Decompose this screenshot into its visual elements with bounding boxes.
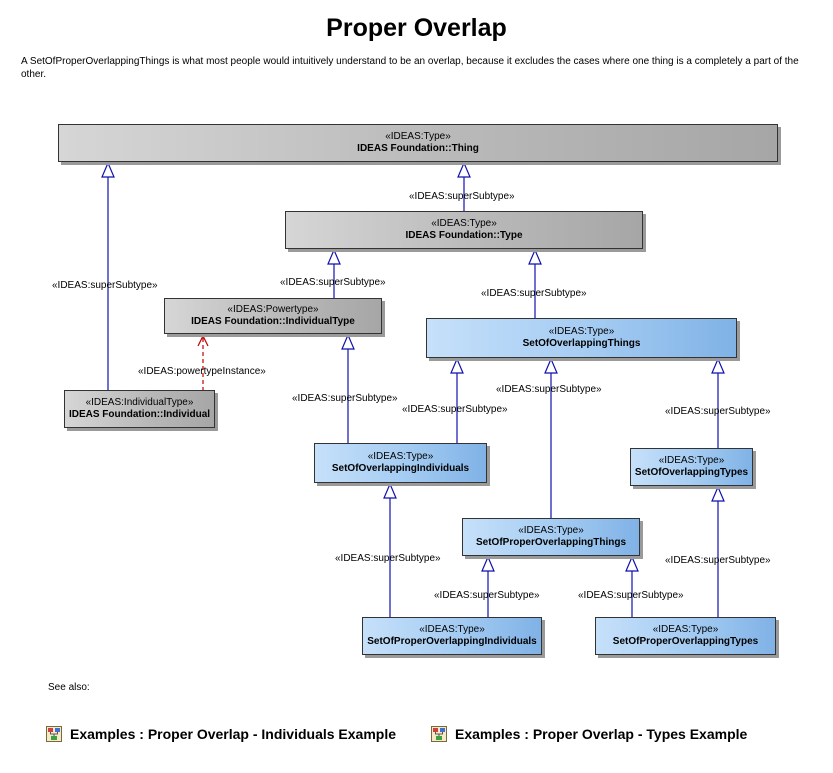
edge-type-thing-arrowhead	[457, 161, 471, 178]
edge-sotypes-sot-arrowhead	[711, 357, 725, 374]
edge-spot-sot-arrowhead	[544, 357, 558, 374]
node-set-overlapping-types-name: SetOfOverlappingTypes	[634, 467, 749, 478]
diagram-icon	[46, 726, 62, 742]
node-set-proper-overlapping-individuals[interactable]: «IDEAS:Type» SetOfProperOverlappingIndiv…	[362, 617, 542, 655]
node-set-proper-overlapping-types[interactable]: «IDEAS:Type» SetOfProperOverlappingTypes	[595, 617, 776, 655]
node-set-proper-overlapping-things-stereotype: «IDEAS:Type»	[518, 525, 584, 536]
see-also-link-individuals-text[interactable]: Examples : Proper Overlap - Individuals …	[70, 726, 397, 742]
edge-label-sotypes-sot: «IDEAS:superSubtype»	[665, 406, 771, 417]
edge-label-indtype-type: «IDEAS:superSubtype»	[280, 277, 386, 288]
node-individual-type-stereotype: «IDEAS:Powertype»	[227, 304, 319, 315]
edge-sot-type-arrowhead	[528, 248, 542, 265]
node-set-overlapping-things-stereotype: «IDEAS:Type»	[548, 326, 615, 337]
edge-label-spot-sot: «IDEAS:superSubtype»	[496, 384, 602, 395]
node-set-overlapping-individuals-name: SetOfOverlappingIndividuals	[331, 463, 470, 474]
edge-individual-thing-arrowhead	[101, 161, 115, 178]
edge-label-spotypes-sotypes: «IDEAS:superSubtype»	[665, 555, 771, 566]
page-description: A SetOfProperOverlappingThings is what m…	[21, 56, 799, 80]
node-thing-name: IDEAS Foundation::Thing	[357, 143, 479, 154]
edge-indtype-type-arrowhead	[327, 248, 341, 265]
edge-spotypes-sotypes-arrowhead	[711, 485, 725, 502]
edge-label-powertype-instance: «IDEAS:powertypeInstance»	[138, 366, 266, 377]
node-set-proper-overlapping-things[interactable]: «IDEAS:Type» SetOfProperOverlappingThing…	[462, 518, 640, 556]
node-thing[interactable]: «IDEAS:Type» IDEAS Foundation::Thing	[58, 124, 778, 162]
edge-label-spoi-soi: «IDEAS:superSubtype»	[335, 553, 441, 564]
node-type-name: IDEAS Foundation::Type	[405, 230, 523, 241]
node-individual-type[interactable]: «IDEAS:Powertype» IDEAS Foundation::Indi…	[164, 298, 382, 334]
see-also-link-types-text[interactable]: Examples : Proper Overlap - Types Exampl…	[455, 726, 748, 742]
node-set-overlapping-types[interactable]: «IDEAS:Type» SetOfOverlappingTypes	[630, 448, 753, 486]
edge-label-spotypes-spot: «IDEAS:superSubtype»	[578, 590, 684, 601]
node-type-stereotype: «IDEAS:Type»	[431, 218, 497, 229]
edge-label-soi-sot: «IDEAS:superSubtype»	[402, 404, 508, 415]
node-individual[interactable]: «IDEAS:IndividualType» IDEAS Foundation:…	[64, 390, 215, 428]
node-set-proper-overlapping-things-name: SetOfProperOverlappingThings	[475, 537, 627, 548]
node-type[interactable]: «IDEAS:Type» IDEAS Foundation::Type	[285, 211, 643, 249]
node-set-overlapping-individuals[interactable]: «IDEAS:Type» SetOfOverlappingIndividuals	[314, 443, 487, 483]
edge-spotypes-spot-arrowhead	[625, 555, 639, 572]
page-title: Proper Overlap	[326, 14, 507, 42]
edge-soi-sot-arrowhead	[450, 357, 464, 374]
diagram-icon	[431, 726, 447, 742]
edge-spoi-soi-arrowhead	[383, 482, 397, 499]
node-set-proper-overlapping-individuals-stereotype: «IDEAS:Type»	[419, 624, 485, 635]
node-set-overlapping-things-name: SetOfOverlappingThings	[522, 338, 641, 349]
node-set-overlapping-things[interactable]: «IDEAS:Type» SetOfOverlappingThings	[426, 318, 737, 358]
see-also-label: See also:	[48, 682, 90, 693]
see-also-link-types-example[interactable]: Examples : Proper Overlap - Types Exampl…	[431, 726, 747, 742]
node-set-proper-overlapping-types-name: SetOfProperOverlappingTypes	[612, 636, 759, 647]
node-individual-stereotype: «IDEAS:IndividualType»	[85, 397, 194, 408]
node-individual-type-name: IDEAS Foundation::IndividualType	[191, 316, 355, 327]
node-set-proper-overlapping-individuals-name: SetOfProperOverlappingIndividuals	[367, 636, 537, 647]
edge-soi-indtype-arrowhead	[341, 333, 355, 350]
edge-label-type-thing: «IDEAS:superSubtype»	[409, 191, 515, 202]
edge-label-soi-indtype: «IDEAS:superSubtype»	[292, 393, 398, 404]
edge-label-spoi-spot: «IDEAS:superSubtype»	[434, 590, 540, 601]
edge-powertype-instance-arrowhead	[197, 334, 209, 347]
node-set-overlapping-types-stereotype: «IDEAS:Type»	[658, 455, 725, 466]
node-set-proper-overlapping-types-stereotype: «IDEAS:Type»	[652, 624, 719, 635]
node-thing-stereotype: «IDEAS:Type»	[385, 131, 451, 142]
edge-label-sot-type: «IDEAS:superSubtype»	[481, 288, 587, 299]
edge-spoi-spot-arrowhead	[481, 555, 495, 572]
see-also-link-individuals-example[interactable]: Examples : Proper Overlap - Individuals …	[46, 726, 396, 742]
edge-label-individual-thing: «IDEAS:superSubtype»	[52, 280, 158, 291]
node-set-overlapping-individuals-stereotype: «IDEAS:Type»	[367, 451, 434, 462]
node-individual-name: IDEAS Foundation::Individual	[68, 409, 211, 420]
